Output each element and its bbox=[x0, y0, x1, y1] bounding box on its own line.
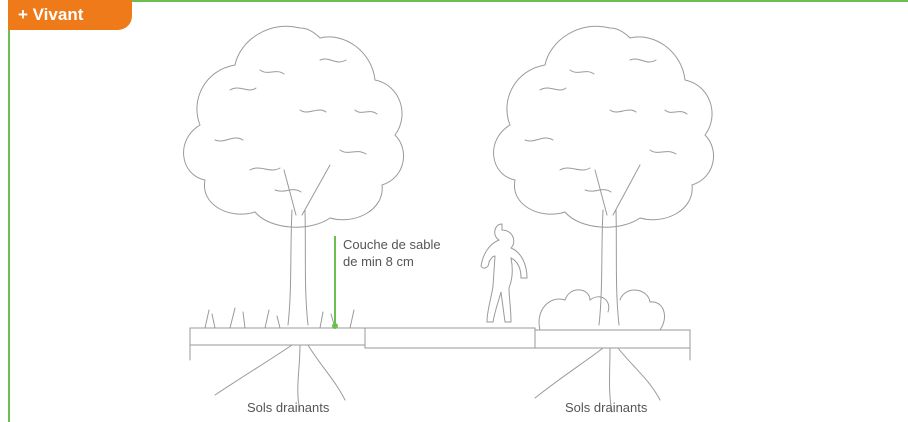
walkway bbox=[364, 327, 536, 349]
roots-left bbox=[214, 344, 346, 411]
caption-left: Sols drainants bbox=[247, 400, 330, 415]
frame-top-border bbox=[8, 0, 908, 2]
tree-trunk-left bbox=[283, 164, 331, 326]
annotation-line-2: de min 8 cm bbox=[343, 254, 414, 269]
tree-canopy-left bbox=[183, 25, 404, 228]
shrub-right bbox=[538, 289, 665, 331]
caption-right: Sols drainants bbox=[565, 400, 648, 415]
tree-trunk-right bbox=[594, 164, 641, 326]
frame-left-border bbox=[8, 0, 10, 422]
sand-layer-annotation: Couche de sable de min 8 cm bbox=[343, 236, 441, 270]
grass-left bbox=[204, 307, 355, 329]
tree-canopy-right bbox=[493, 25, 714, 228]
annotation-line-1: Couche de sable bbox=[343, 237, 441, 252]
planter-right bbox=[534, 329, 691, 361]
category-tag: + Vivant bbox=[8, 0, 132, 30]
roots-right bbox=[534, 347, 661, 413]
person-silhouette bbox=[480, 223, 528, 323]
sand-layer-marker bbox=[332, 323, 338, 329]
